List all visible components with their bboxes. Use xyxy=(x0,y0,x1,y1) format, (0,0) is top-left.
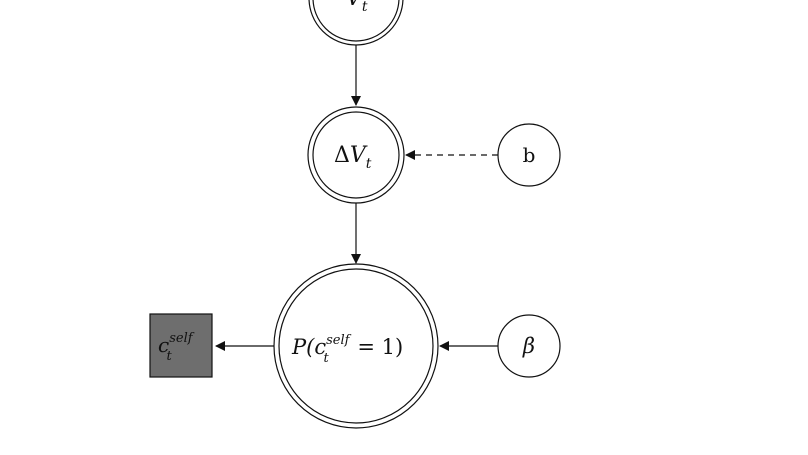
node-vt-label: Vt xyxy=(346,0,368,15)
node-delta-vt: ΔVt xyxy=(307,106,405,204)
node-vt: Vt xyxy=(308,0,404,46)
node-beta: β xyxy=(497,314,561,378)
node-b: b xyxy=(497,123,561,187)
node-delta-vt-label: ΔVt xyxy=(334,143,372,172)
node-b-label: b xyxy=(523,143,536,167)
node-beta-label: β xyxy=(522,334,535,358)
